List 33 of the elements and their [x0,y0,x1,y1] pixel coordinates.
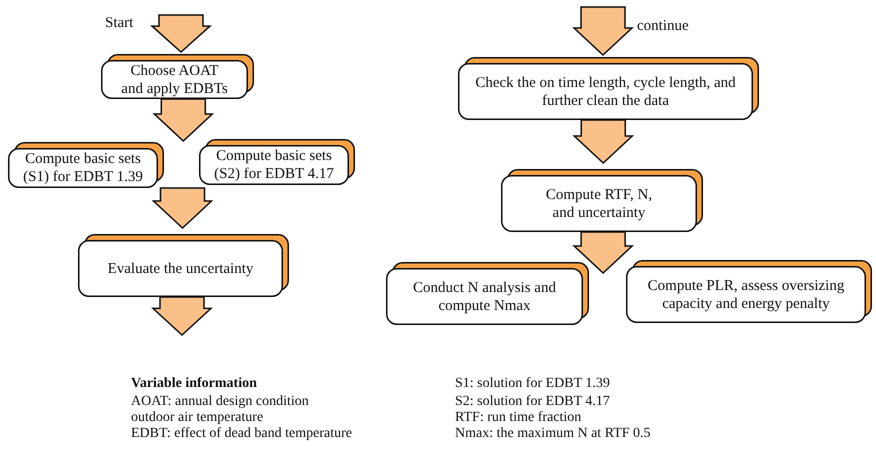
step-text: Compute basic sets (S2) for EDBT 4.17 [213,147,335,183]
block-arrow [572,231,634,274]
note-text: EDBT: effect of dead band temperature [131,426,352,443]
process-box [199,139,355,185]
process-box [501,169,703,232]
note-text: Nmax: the maximum N at RTF 0.5 [455,426,651,443]
process-box [458,57,759,120]
process-box [78,234,289,297]
step-text: Choose AOAT and apply EDBTs [120,62,229,98]
block-arrow [152,187,214,230]
continue-label: continue [637,17,689,35]
block-arrow [572,6,634,56]
step-text: Compute PLR, assess oversizing capacity and energy penalty [646,276,846,312]
step-text: Compute RTF, N, and uncertainty [544,186,654,222]
note-text: RTF: run time fraction [455,410,582,427]
note-text: S1: solution for EDBT 1.39 [455,376,610,393]
block-arrow [151,296,213,336]
process-box [626,260,872,323]
process-box [101,54,254,99]
note-text: AOAT: annual design condition [131,394,309,411]
step-text: Check the on time length, cycle length, and further clean the data [474,74,737,110]
start-label: Start [105,14,134,32]
block-arrow [572,119,634,164]
block-arrow [150,14,212,53]
process-box [386,262,589,325]
step-text: Compute basic sets (S1) for EDBT 1.39 [22,150,144,186]
note-text: outdoor air temperature [131,410,264,427]
step-text: Evaluate the uncertainty [108,260,254,278]
step-text: Conduct N analysis and compute Nmax [412,278,557,314]
process-box [8,142,164,188]
block-arrow [152,98,214,142]
legend-heading: Variable information [131,376,257,393]
note-text: S2: solution for EDBT 4.17 [455,394,610,411]
